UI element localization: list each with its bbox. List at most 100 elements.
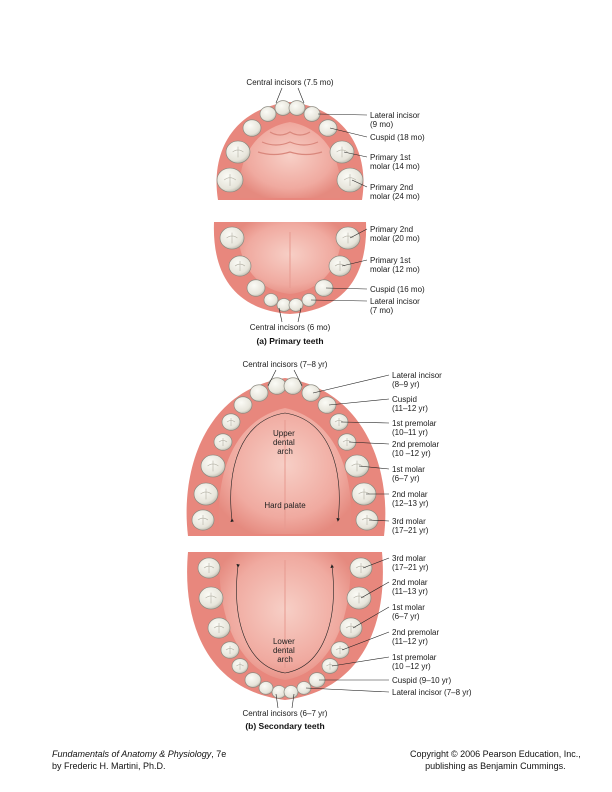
secondary-upper-tooth [191,509,215,531]
secondary-lower-tooth [207,617,231,639]
secondary-lower-tooth-crown [244,672,262,688]
secondary-lower-leader [362,557,390,569]
secondary-upper-tooth-cusps [334,417,344,427]
secondary-lower-tooth-cusps [345,623,357,633]
secondary-upper-label-line: 1st molar [392,465,425,474]
secondary-upper-label: 1st molar(6–7 yr) [392,465,425,483]
primary-upper-central-label: Central incisors (7.5 mo) [246,78,333,87]
secondary-lower-label-line: (10 –12 yr) [392,662,431,671]
secondary-lower-leader [360,581,390,599]
secondary-upper-label-line: Lateral incisor [392,371,442,380]
primary-upper-tooth [259,106,277,122]
secondary-lower-tooth-crown [258,681,274,695]
secondary-labels: Lateral incisor(8–9 yr) Cuspid(11–12 yr) 1… [392,371,472,697]
upper-arch-arrow [230,412,341,523]
secondary-upper-tooth [233,396,253,414]
primary-upper-label: Lateral incisor(9 mo) [370,111,420,129]
secondary-upper-label: Lateral incisor(8–9 yr) [392,371,442,389]
primary-leader-lines [310,113,368,302]
primary-upper-central-leader [275,87,305,104]
upper-arch-label: Upper dental arch [273,429,297,456]
secondary-lower-tooth [349,557,373,579]
primary-lower-leader [341,259,368,267]
secondary-lower-tooth [244,672,262,688]
upper-arch-label-line: Upper [273,429,295,438]
primary-upper-tooth [303,106,321,122]
primary-upper-tooth-crown [288,100,306,116]
primary-lower-tooth [328,255,352,277]
secondary-upper-leader [328,398,390,406]
secondary-upper-tooth-cusps [197,515,209,525]
primary-upper-palate [239,122,341,198]
primary-lower-leader [310,299,368,302]
secondary-leader-lines [305,374,390,693]
secondary-lower-tooth [346,586,372,610]
primary-labels: Lateral incisor(9 mo) Cuspid (18 mo) Prima… [370,111,425,315]
primary-lower-tooth-crown [288,298,304,312]
secondary-lower-tooth-cusps [353,592,365,604]
secondary-upper-tooth-crown [317,396,337,414]
secondary-upper-central-label: Central incisors (7–8 yr) [243,360,328,369]
secondary-upper-label-line: 3rd molar [392,517,426,526]
secondary-lower-label-line: 3rd molar [392,554,426,563]
footer-right: Copyright © 2006 Pearson Education, Inc.… [410,748,581,772]
book-author: by Frederic H. Martini, Ph.D. [52,761,166,771]
primary-lower-central-label: Central incisors (6 mo) [250,323,331,332]
secondary-upper-label-line: (12–13 yr) [392,499,429,508]
secondary-upper-tooth-cusps [207,460,219,472]
primary-upper-label-line: molar (24 mo) [370,192,420,201]
primary-upper-tooth-cusps [232,146,244,158]
secondary-upper-label: Cuspid(11–12 yr) [392,395,428,413]
book-citation: Fundamentals of Anatomy & Physiology, 7e [52,748,226,760]
secondary-upper-label-line: (10–11 yr) [392,428,428,437]
secondary-upper-tooth-cusps [218,437,228,447]
primary-upper-tooth [336,167,364,193]
primary-upper-label: Cuspid (18 mo) [370,133,425,142]
secondary-lower-tooth [231,658,249,674]
primary-upper-tooth-cusps [223,174,237,186]
primary-upper-tooth-crown [274,100,292,116]
primary-upper-leader [351,179,368,188]
publisher-line: publishing as Benjamin Cummings. [425,761,566,771]
primary-upper-teeth [216,100,364,193]
primary-upper-leader [317,113,368,116]
primary-upper-label-line: (9 mo) [370,120,393,129]
primary-lower-tooth-cusps [226,232,238,244]
primary-lower-tooth-cusps [342,232,354,244]
secondary-upper-tooth-cusps [342,437,352,447]
secondary-lower-tooth-cusps [203,563,215,573]
secondary-upper-tooth [200,454,226,478]
secondary-lower-tooth [198,586,224,610]
secondary-upper-tooth [337,433,357,451]
primary-upper-tooth-crown [259,106,277,122]
primary-upper-label-line: Lateral incisor [370,111,420,120]
secondary-upper-label-line: (17–21 yr) [392,526,429,535]
primary-upper-tooth-crown [303,106,321,122]
secondary-upper-tooth [213,433,233,451]
primary-upper-tooth [288,100,306,116]
primary-lower-leader [349,228,368,239]
secondary-lower-tooth [283,685,299,699]
hard-palate-label: Hard palate [264,501,306,510]
secondary-lower-arch [187,552,383,700]
secondary-lower-label: 2nd premolar(11–12 yr) [392,628,439,646]
secondary-upper-tooth [193,482,219,506]
secondary-upper-label: 3rd molar(17–21 yr) [392,517,429,535]
secondary-lower-label: 2nd molar(11–13 yr) [392,578,428,596]
secondary-upper-tooth-crown [233,396,253,414]
secondary-upper-label-line: (10 –12 yr) [392,449,431,458]
primary-lower-tooth-cusps [234,261,246,271]
primary-upper-tooth-crown [242,119,262,137]
primary-upper-tooth-crown [318,119,338,137]
secondary-lower-label-line: (6–7 yr) [392,612,420,621]
secondary-lower-label-line: Lateral incisor (7–8 yr) [392,688,472,697]
secondary-lower-label-line: (17–21 yr) [392,563,429,572]
secondary-caption: (b) Secondary teeth [245,721,324,731]
secondary-upper-label-line: 1st premolar [392,419,437,428]
secondary-lower-tooth [330,641,350,659]
secondary-upper-label-line: 2nd premolar [392,440,439,449]
primary-lower-tooth [288,298,304,312]
primary-upper-label-line: Primary 2nd [370,183,413,192]
